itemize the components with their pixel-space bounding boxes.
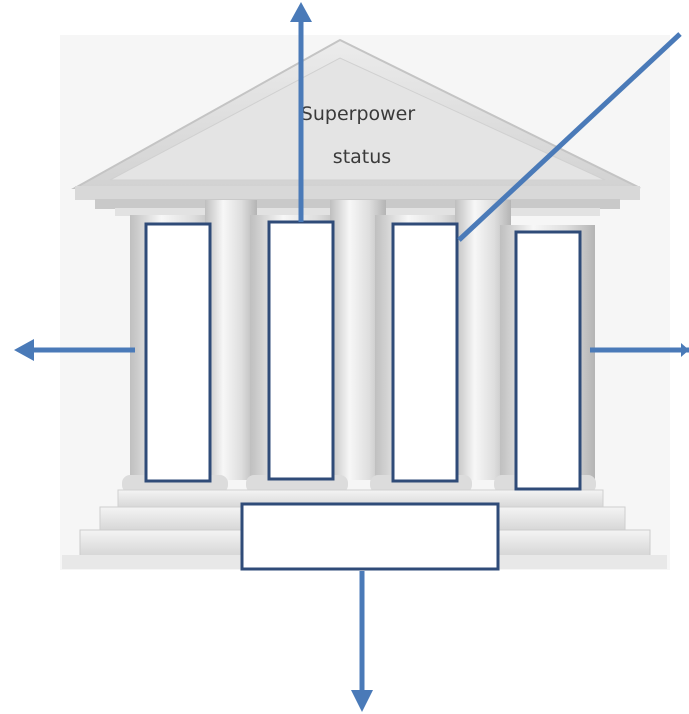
arrow-up-right [457,32,682,242]
arrow-up-head [290,2,312,22]
roof-title-line2: status [333,146,391,168]
arrow-right-head [681,343,689,357]
pillar-boxes [144,220,582,491]
arrow-left-head [14,339,34,361]
arrow-down-head [351,690,373,712]
pillar-box-2 [267,220,335,481]
pillar-box-3 [391,222,459,483]
roof-title-line1: Superpower [301,103,416,125]
arrow-heads [14,2,689,712]
arrows [32,16,689,690]
foundation-box [240,502,500,571]
pillar-box-4 [514,230,582,491]
pillar-box-1 [144,222,212,483]
